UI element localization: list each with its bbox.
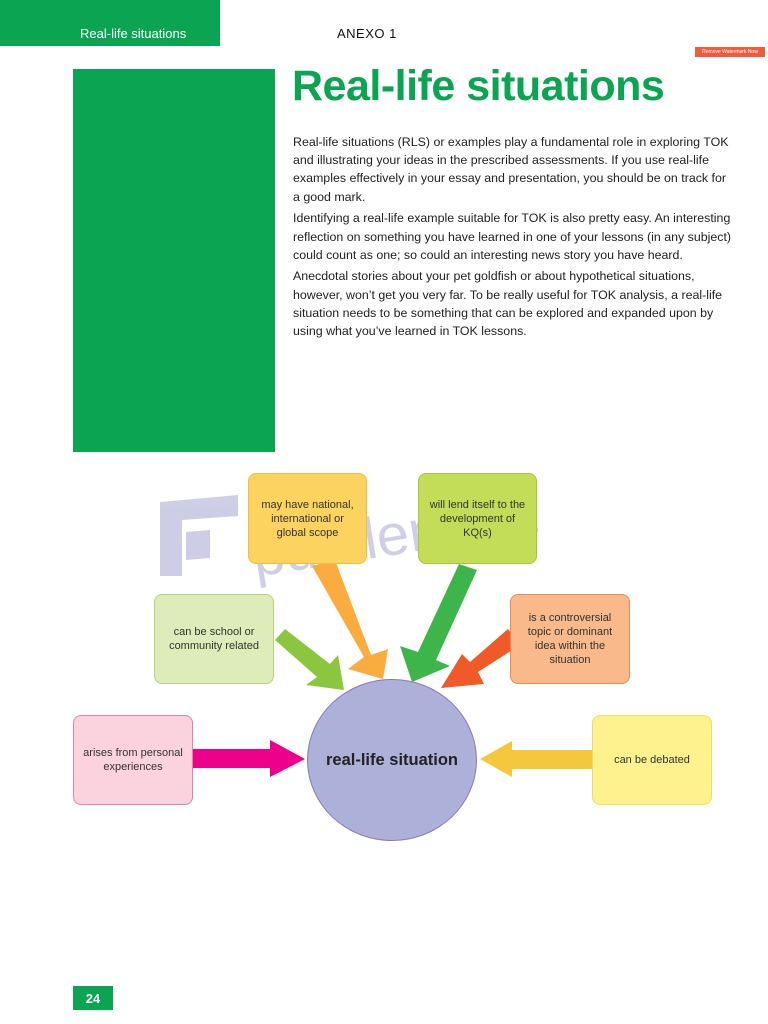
arrow-from-school — [275, 629, 344, 690]
section-tab-label: Real-life situations — [80, 26, 187, 41]
page-title: Real-life situations — [292, 62, 665, 110]
annex-label: ANEXO 1 — [337, 26, 397, 41]
center-node-real-life-situation: real-life situation — [307, 679, 477, 841]
arrow-from-kq — [400, 564, 477, 682]
arrow-from-personal — [193, 740, 305, 777]
section-tab: Real-life situations — [0, 0, 220, 46]
node-can-be-debated: can be debated — [592, 715, 712, 805]
paragraph: Anecdotal stories about your pet goldfis… — [293, 269, 723, 339]
remove-watermark-button[interactable]: Remove Watermark Now — [695, 47, 765, 57]
watermark-logo-icon — [160, 495, 238, 576]
node-national-scope: may have national, international or glob… — [248, 473, 367, 564]
page-number: 24 — [73, 986, 113, 1010]
decorative-green-panel — [73, 69, 275, 452]
arrow-from-debated — [480, 741, 592, 777]
node-controversial-topic: is a controversial topic or dominant ide… — [510, 594, 630, 684]
node-knowledge-questions: will lend itself to the development of K… — [418, 473, 537, 564]
arrow-from-controversial — [441, 629, 520, 688]
node-school-community: can be school or community related — [154, 594, 274, 684]
center-node-label: real-life situation — [325, 750, 459, 769]
node-personal-experiences: arises from personal experiences — [73, 715, 193, 805]
paragraph: Real-life situations (RLS) or examples p… — [293, 135, 729, 204]
arrow-from-scope — [312, 560, 388, 679]
article-body: Real-life situations (RLS) or examples p… — [293, 133, 733, 344]
paragraph: Identifying a real-life example suitable… — [293, 211, 732, 262]
